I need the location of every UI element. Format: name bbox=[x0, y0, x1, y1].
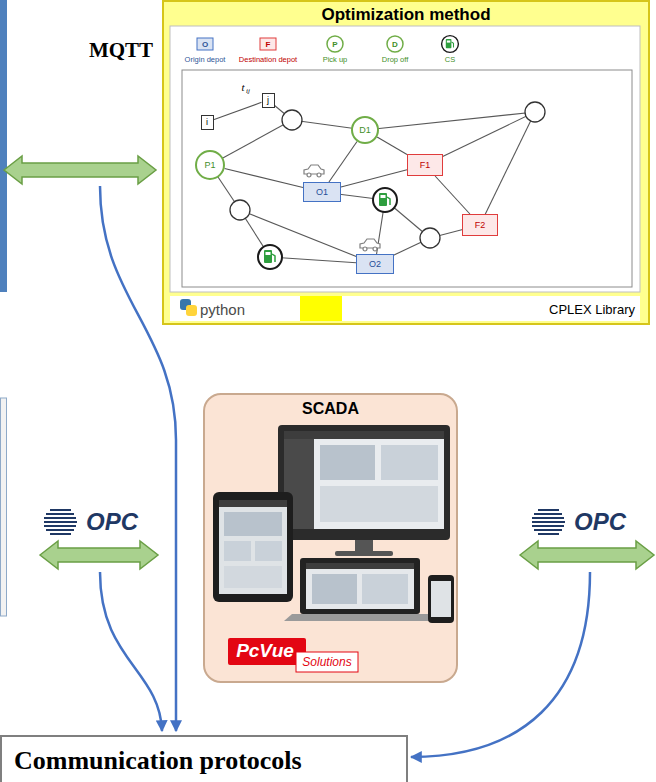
node-label: D1 bbox=[359, 126, 371, 135]
route-graph-illustration bbox=[164, 2, 648, 323]
legend-sample bbox=[327, 36, 343, 52]
legend-symbol-letter: P bbox=[332, 40, 337, 49]
opc-globe bbox=[44, 510, 77, 534]
protocol-name: MQTT bbox=[89, 38, 153, 63]
phone-icon bbox=[428, 575, 454, 623]
legend-text: Origin depot bbox=[185, 55, 226, 64]
legend-sample bbox=[387, 36, 403, 52]
destination-depot-node: F2 bbox=[462, 214, 498, 236]
node-label: P1 bbox=[204, 161, 215, 170]
charging-station-icon bbox=[258, 245, 282, 269]
panel-heading: SCADA bbox=[211, 400, 450, 418]
opc-globe bbox=[532, 510, 565, 534]
graph-index-node: i bbox=[201, 115, 214, 130]
travel-time-index: ij bbox=[246, 87, 250, 95]
legend-entry: Destination depot bbox=[239, 55, 297, 64]
legend-entry: Drop off bbox=[382, 55, 409, 64]
legend-sample bbox=[260, 38, 276, 50]
legend-text: Pick up bbox=[323, 55, 348, 64]
library-name: CPLEX Library bbox=[549, 302, 635, 317]
connector-layer bbox=[164, 2, 648, 323]
opc-logo-text: OPC bbox=[574, 508, 626, 536]
scada-devices-illustration bbox=[205, 395, 456, 681]
charging-station-icon bbox=[373, 188, 397, 212]
illustration-panel bbox=[170, 26, 640, 292]
legend-sample bbox=[442, 36, 459, 53]
optimization-panel: Optimization methodijD1P1F1O1F2O2 bbox=[162, 0, 650, 325]
origin-depot-node: O2 bbox=[356, 254, 394, 274]
graph-edge bbox=[341, 170, 407, 187]
pcvue-logo-text: PcVue bbox=[236, 640, 294, 662]
pick-up-node: P1 bbox=[195, 150, 225, 180]
double-arrow bbox=[4, 156, 156, 184]
graph-edge bbox=[214, 102, 262, 119]
box-title: Communication protocols bbox=[14, 746, 394, 776]
library-strip bbox=[170, 296, 640, 321]
graph-edge bbox=[377, 137, 407, 154]
travel-time-symbol: t bbox=[241, 81, 244, 93]
graph-edge bbox=[225, 169, 303, 188]
vehicle-icon bbox=[304, 165, 324, 177]
double-arrow bbox=[40, 541, 158, 569]
cropped-panel-edge bbox=[1, 398, 7, 616]
node-label: O2 bbox=[369, 260, 381, 269]
graph-edge bbox=[435, 176, 470, 214]
cropped-panel-edge bbox=[0, 0, 7, 292]
legend-text: CS bbox=[445, 55, 455, 64]
legend-symbol-letter: O bbox=[202, 40, 208, 49]
laptop-icon bbox=[284, 558, 436, 621]
destination-depot-node: F1 bbox=[407, 154, 443, 176]
opc-logo-text: OPC bbox=[86, 508, 138, 536]
legend-entry: Pick up bbox=[323, 55, 348, 64]
legend-text: Destination depot bbox=[239, 55, 297, 64]
node-label: F2 bbox=[475, 221, 486, 230]
python-logo-text: python bbox=[200, 301, 245, 318]
python-logo bbox=[186, 305, 197, 316]
pcvue-logo-block bbox=[228, 638, 306, 665]
pcvue-logo-subtext: Solutions bbox=[302, 655, 351, 669]
legend-entry: Origin depot bbox=[185, 55, 226, 64]
double-arrow bbox=[520, 541, 654, 569]
graph-frame bbox=[182, 70, 632, 287]
yellow-block bbox=[300, 296, 342, 321]
panel-heading: Optimization method bbox=[170, 5, 642, 25]
tablet-icon bbox=[213, 492, 293, 602]
legend-sample bbox=[197, 38, 213, 50]
pcvue-logo-tab bbox=[296, 652, 358, 672]
monitor-icon bbox=[278, 425, 450, 556]
scada-panel: SCADA bbox=[203, 393, 458, 683]
node-index: i bbox=[206, 118, 208, 127]
graph-arc bbox=[210, 100, 535, 264]
graph-vertex bbox=[230, 102, 545, 248]
graph-edge bbox=[329, 142, 357, 182]
vehicle-icon bbox=[360, 239, 380, 251]
drop-off-node: D1 bbox=[351, 116, 379, 144]
origin-depot-node: O1 bbox=[303, 182, 341, 202]
legend-entry: CS bbox=[445, 55, 455, 64]
node-label: O1 bbox=[316, 188, 328, 197]
graph-index-node: j bbox=[262, 93, 275, 108]
legend-symbol-letter: F bbox=[266, 40, 271, 49]
node-index: j bbox=[267, 96, 269, 105]
legend-text: Drop off bbox=[382, 55, 409, 64]
protocol-box: Communication protocols bbox=[0, 735, 408, 782]
node-label: F1 bbox=[420, 161, 431, 170]
legend-symbol-letter: D bbox=[392, 40, 398, 49]
